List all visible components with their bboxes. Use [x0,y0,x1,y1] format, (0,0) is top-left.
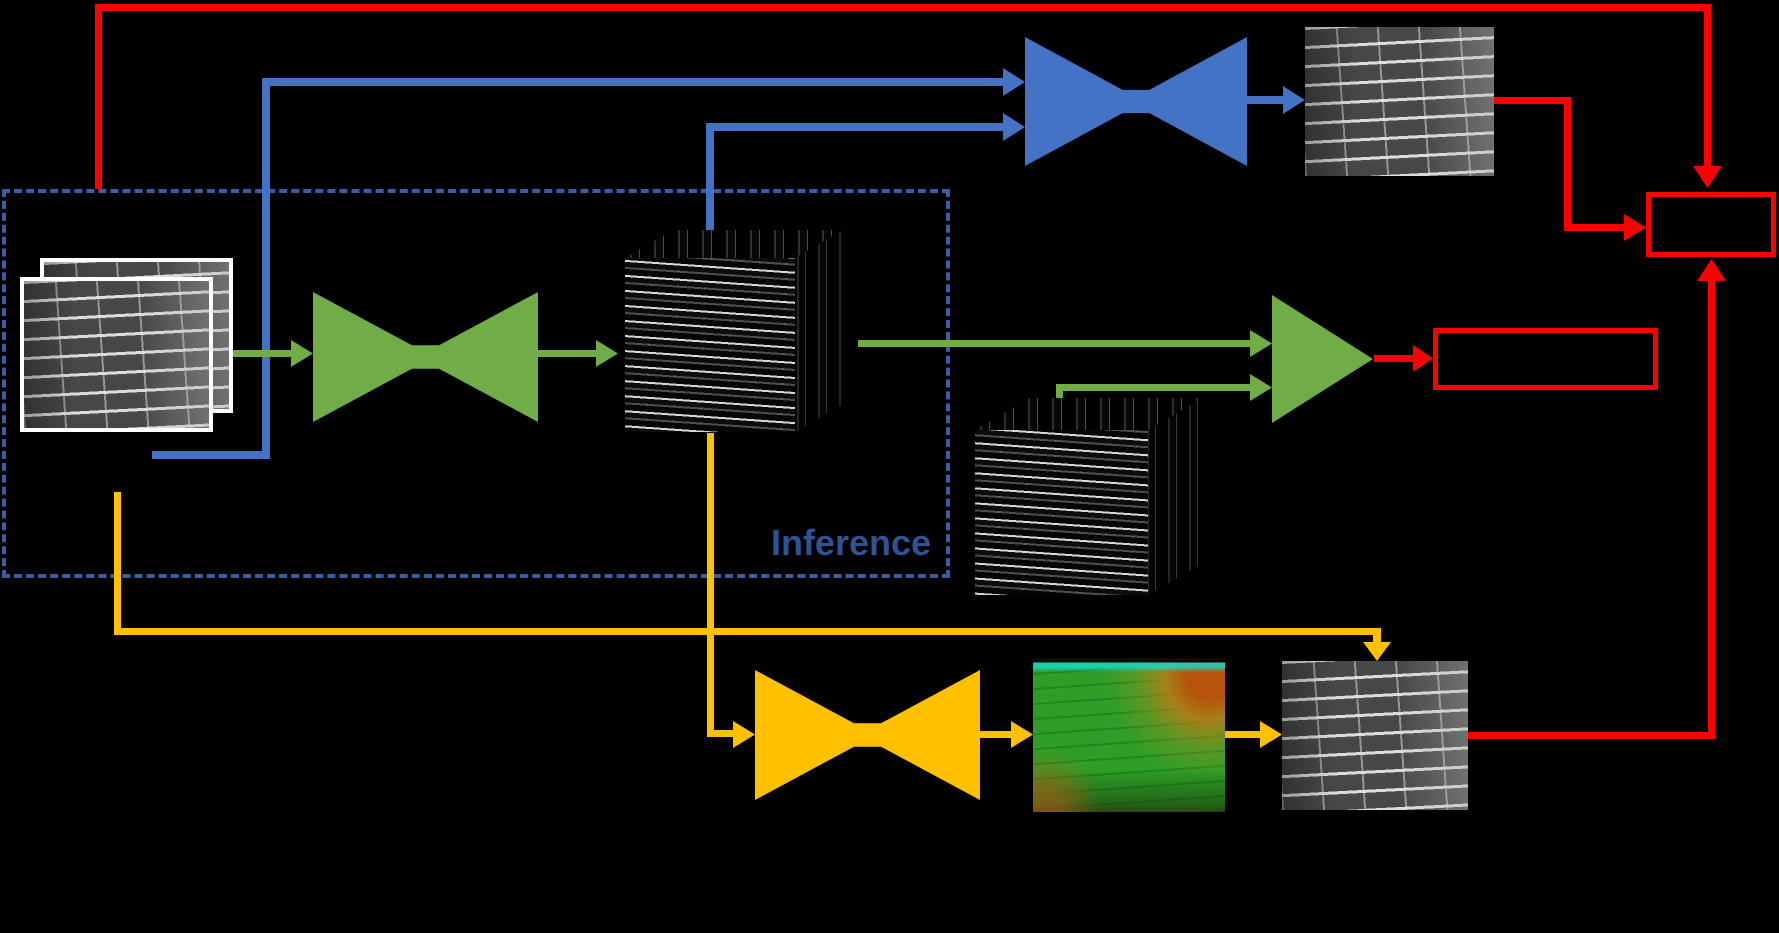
feature-volume-1 [625,230,843,432]
green-arrow2-shaft [1056,384,1250,391]
green-arrow1-shaft [858,340,1252,347]
yellow-line-from-volume-vertical [707,433,714,737]
red-arrowhead-into-compare-bottom [1697,259,1726,281]
yellow-line-left-vertical [114,492,121,635]
blue-line-under-input [152,451,270,459]
red-arrowhead-into-compare-left [1624,214,1646,241]
red-line-left-vertical [95,4,102,189]
blue-arrowhead-input2 [1003,113,1025,141]
feature-volume-1-front [625,258,795,432]
blue-output-arrow-shaft [1247,96,1285,104]
red-line-right-vertical [1704,4,1711,168]
blue-arrowhead-input1 [1003,68,1025,96]
yellow-autoencoder-bowtie [755,670,980,800]
red-line-top-horizontal [95,4,1711,11]
feature-volume-2-front [975,430,1148,595]
feature-volume-2 [975,398,1203,595]
blue-line-top-input2 [706,123,1005,131]
red-line-up-vertical [1708,278,1715,739]
green-decoder-triangle [1272,295,1373,423]
inference-label: Inference [770,522,932,563]
yellow-flow-arrowhead [1011,721,1033,748]
warped-image [1282,661,1468,810]
yellow-warp-arrow-shaft [1225,731,1262,738]
loss-compare-box [1646,192,1776,257]
yellow-input-arrow-shaft [707,730,733,737]
red-line-from-recon-image [1494,97,1571,104]
green-arrow1-head [1250,330,1272,357]
red-arrowhead-into-compare-top [1693,166,1722,188]
feature-volume-2-side [1148,398,1203,595]
yellow-input-arrowhead [733,721,755,748]
green-input-arrow-shaft [233,350,293,357]
inference-region-box [2,189,950,578]
red-arrow-shaft-to-score-box [1374,355,1416,362]
yellow-line-long-horizontal [114,628,1377,635]
feature-volume-1-side [795,230,843,432]
yellow-down-arrow-shaft [1373,628,1381,644]
flow-field-image [1033,658,1225,812]
red-line-elbow-vertical [1564,97,1571,231]
red-line-bottom-horizontal [1468,732,1715,739]
blue-autoencoder-bowtie [1025,37,1247,166]
blue-output-arrowhead [1283,86,1305,114]
green-arrow2-head [1250,374,1272,401]
input-image-front [20,277,213,432]
reconstructed-image [1305,27,1494,176]
red-arrowhead-into-score-box [1413,345,1433,372]
blue-line-top-input1 [262,78,1005,86]
yellow-flow-arrow-shaft [980,731,1013,738]
score-box [1433,328,1658,390]
blue-line-from-volume-vertical [706,123,714,275]
red-line-elbow-horizontal [1564,224,1626,231]
green-latent-arrow-shaft [538,350,598,357]
yellow-down-arrowhead [1363,642,1391,661]
yellow-warp-arrowhead [1260,721,1282,748]
blue-line-left-vertical [262,78,270,459]
